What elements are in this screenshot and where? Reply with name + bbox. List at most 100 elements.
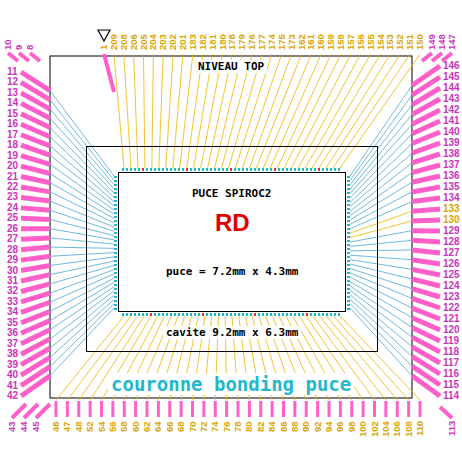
chip-pad [230,168,232,171]
chip-pad [294,313,296,316]
pin-number: 202 [168,34,178,50]
chip-pad [347,188,350,190]
chip-pad [130,168,132,171]
bond-wire [50,253,114,257]
bond-pad [55,401,58,417]
chip-pad [347,184,350,186]
bond-pad [271,401,274,417]
chip-pad [218,313,220,316]
bond-pad [412,218,440,224]
pin-number: 76 [222,421,232,432]
chip-pad [314,168,316,171]
bond-wire [312,54,380,168]
chip-pad [162,313,164,316]
bond-wire [50,299,114,357]
bond-pad [191,401,194,417]
chip-pad [114,288,117,290]
chip-pad [290,313,292,316]
chip-pad [202,313,204,316]
bond-pad [21,197,50,201]
pin-number: 46 [51,421,61,432]
chip-pad [347,224,350,226]
chip-pad [186,168,188,171]
chip-pad [114,224,117,226]
chip-pad [114,256,117,258]
bond-pad [66,401,69,417]
pin-number: 32 [7,286,18,296]
bond-wire [152,54,154,168]
pin-number: 72 [199,421,209,432]
chip-pad [114,248,117,250]
pin-number: 152 [395,34,405,50]
bond-wire [50,155,114,206]
pin-number: 160 [316,34,326,50]
bond-pad [407,401,410,417]
chip-pad [298,313,300,316]
bond-wire [166,54,173,168]
pin-number: 52 [85,421,95,432]
chip-pad [170,168,172,171]
pin-number: 36 [7,328,18,338]
bond-pad [21,208,50,210]
pin-number: 35 [7,318,18,328]
chip-pad [114,212,117,214]
bond-pad [21,177,50,183]
chip-pad [338,168,340,171]
bond-wire [50,118,114,188]
bond-wire [50,291,114,339]
chip-pad [306,168,308,171]
chip-pad [210,313,212,316]
pin-number: 118 [443,347,459,357]
bond-pad [21,226,50,231]
chip-pad [166,313,168,316]
pin-number: 24 [7,203,18,213]
pin-number: 31 [7,276,18,286]
chip-pad [146,313,148,316]
chip-pad [318,168,320,171]
chip-pad [274,168,276,171]
pin-number: 58 [119,421,129,432]
chip-pad [347,180,350,182]
pin-number: 121 [443,314,460,324]
pin-number: 70 [188,421,198,432]
pin-number: 48 [74,421,84,432]
pin-number: 122 [443,303,460,313]
pin-number: 179 [237,34,247,50]
chip-pad [114,200,117,202]
bond-wire [50,304,114,367]
bond-wire [350,192,412,224]
bond-pad [373,401,376,417]
pin-number: 114 [443,391,459,401]
chip-pad [142,168,144,171]
bond-wire [50,173,114,214]
pin-number: 174 [267,34,277,50]
bond-wire [50,238,114,244]
chip-pad [242,168,244,171]
chip-pad [174,313,176,316]
chip-pad [114,180,117,182]
pin-number: 127 [443,248,460,258]
chip-pad [318,313,320,316]
bond-wire [180,54,193,168]
chip-pad [222,168,224,171]
bond-pad [21,247,50,250]
bond-pad [412,187,440,192]
bond-pad [111,401,114,417]
chip-pad [347,216,350,218]
chip-pad [278,313,280,316]
bond-pad [180,401,183,417]
pin-number: 20 [7,161,18,171]
chip-pad [142,313,144,316]
bond-pad [21,187,50,192]
chip-pad [206,313,208,316]
bond-pad [412,298,440,308]
bond-wire [159,54,163,168]
bond-pad [412,228,440,233]
chip-pad [238,168,240,171]
chip-pad [282,313,284,316]
chip-pad [282,168,284,171]
chip-pad [114,176,117,178]
chip-pad [347,220,350,222]
pin-number: 129 [443,226,460,236]
